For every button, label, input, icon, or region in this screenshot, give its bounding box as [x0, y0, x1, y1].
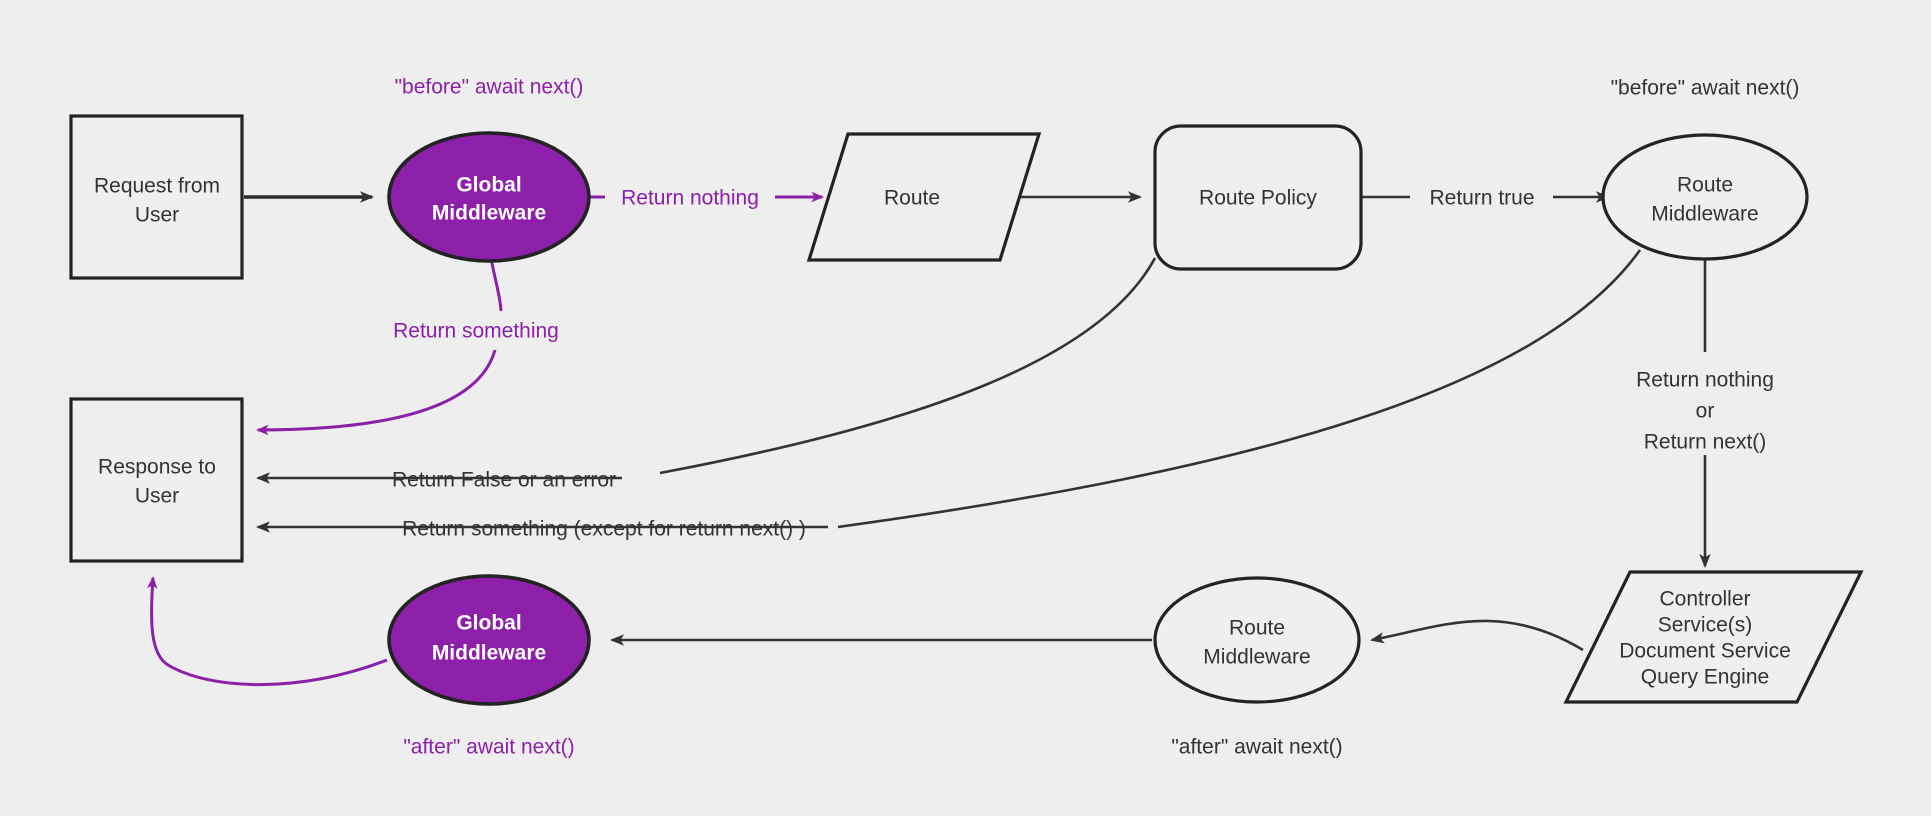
node-label-response-line2: User [135, 485, 179, 508]
node-label-controller-line1: Controller [1659, 588, 1750, 611]
edge-label-return-something: Return something [393, 320, 559, 343]
annotation-after-global-middleware: "after" await next() [403, 736, 574, 759]
node-label-global-mw-bottom-line1: Global [456, 612, 521, 635]
edge-route-policy-to-response: Return False or an error [256, 257, 1157, 492]
edge-label-return-true: Return true [1429, 187, 1534, 210]
edge-controller-to-route-middleware-bottom [1370, 619, 1584, 652]
node-label-route-mw-bottom-line1: Route [1229, 617, 1285, 640]
node-route[interactable]: Route [806, 132, 1042, 262]
node-label-route-policy: Route Policy [1199, 187, 1317, 210]
node-route-middleware-bottom[interactable]: Route Middleware [1153, 576, 1361, 704]
edge-global-middleware-bottom-to-response [147, 576, 388, 687]
node-route-policy[interactable]: Route Policy [1153, 124, 1363, 271]
node-label-controller-line4: Query Engine [1641, 666, 1769, 689]
node-label-request-line2: User [135, 204, 179, 227]
edge-label-return-nothing: Return nothing [621, 187, 759, 210]
edge-label-return-false-or-error: Return False or an error [392, 469, 616, 492]
edge-label-rm-return-nothing: Return nothing [1636, 369, 1774, 392]
edge-route-middleware-to-controller: Return nothing or Return next() [1636, 255, 1774, 568]
node-label-controller-line2: Service(s) [1658, 614, 1753, 637]
annotation-before-route-middleware: "before" await next() [1611, 77, 1800, 100]
node-label-global-mw-bottom-line2: Middleware [432, 642, 546, 665]
node-route-middleware-top[interactable]: Route Middleware [1601, 133, 1809, 261]
node-label-route-mw-bottom-line2: Middleware [1203, 646, 1310, 669]
node-global-middleware-top[interactable]: Global Middleware [387, 131, 591, 263]
edge-label-return-something-except: Return something (except for return next… [402, 518, 806, 541]
node-label-request-line1: Request from [94, 175, 220, 198]
annotation-before-global-middleware: "before" await next() [395, 76, 584, 99]
node-label-response-line1: Response to [98, 456, 216, 479]
node-label-global-mw-top-line2: Middleware [432, 202, 546, 225]
node-label-controller-line3: Document Service [1619, 640, 1791, 663]
edge-label-rm-or: or [1696, 400, 1715, 423]
edge-route-middleware-to-response: Return something (except for return next… [256, 249, 1642, 541]
edge-global-middleware-to-response: Return something [256, 244, 559, 436]
node-controller-services[interactable]: Controller Service(s) Document Service Q… [1563, 570, 1864, 704]
annotation-after-route-middleware: "after" await next() [1171, 736, 1342, 759]
node-request-from-user[interactable]: Request from User [69, 114, 244, 280]
node-label-route-mw-top-line2: Middleware [1651, 203, 1758, 226]
node-global-middleware-bottom[interactable]: Global Middleware [387, 574, 591, 706]
node-label-route: Route [884, 187, 940, 210]
node-label-route-mw-top-line1: Route [1677, 174, 1733, 197]
node-response-to-user[interactable]: Response to User [69, 397, 244, 563]
node-label-global-mw-top-line1: Global [456, 174, 521, 197]
edge-route-policy-to-route-middleware: Return true [1362, 187, 1610, 210]
edge-label-rm-return-next: Return next() [1644, 431, 1767, 454]
